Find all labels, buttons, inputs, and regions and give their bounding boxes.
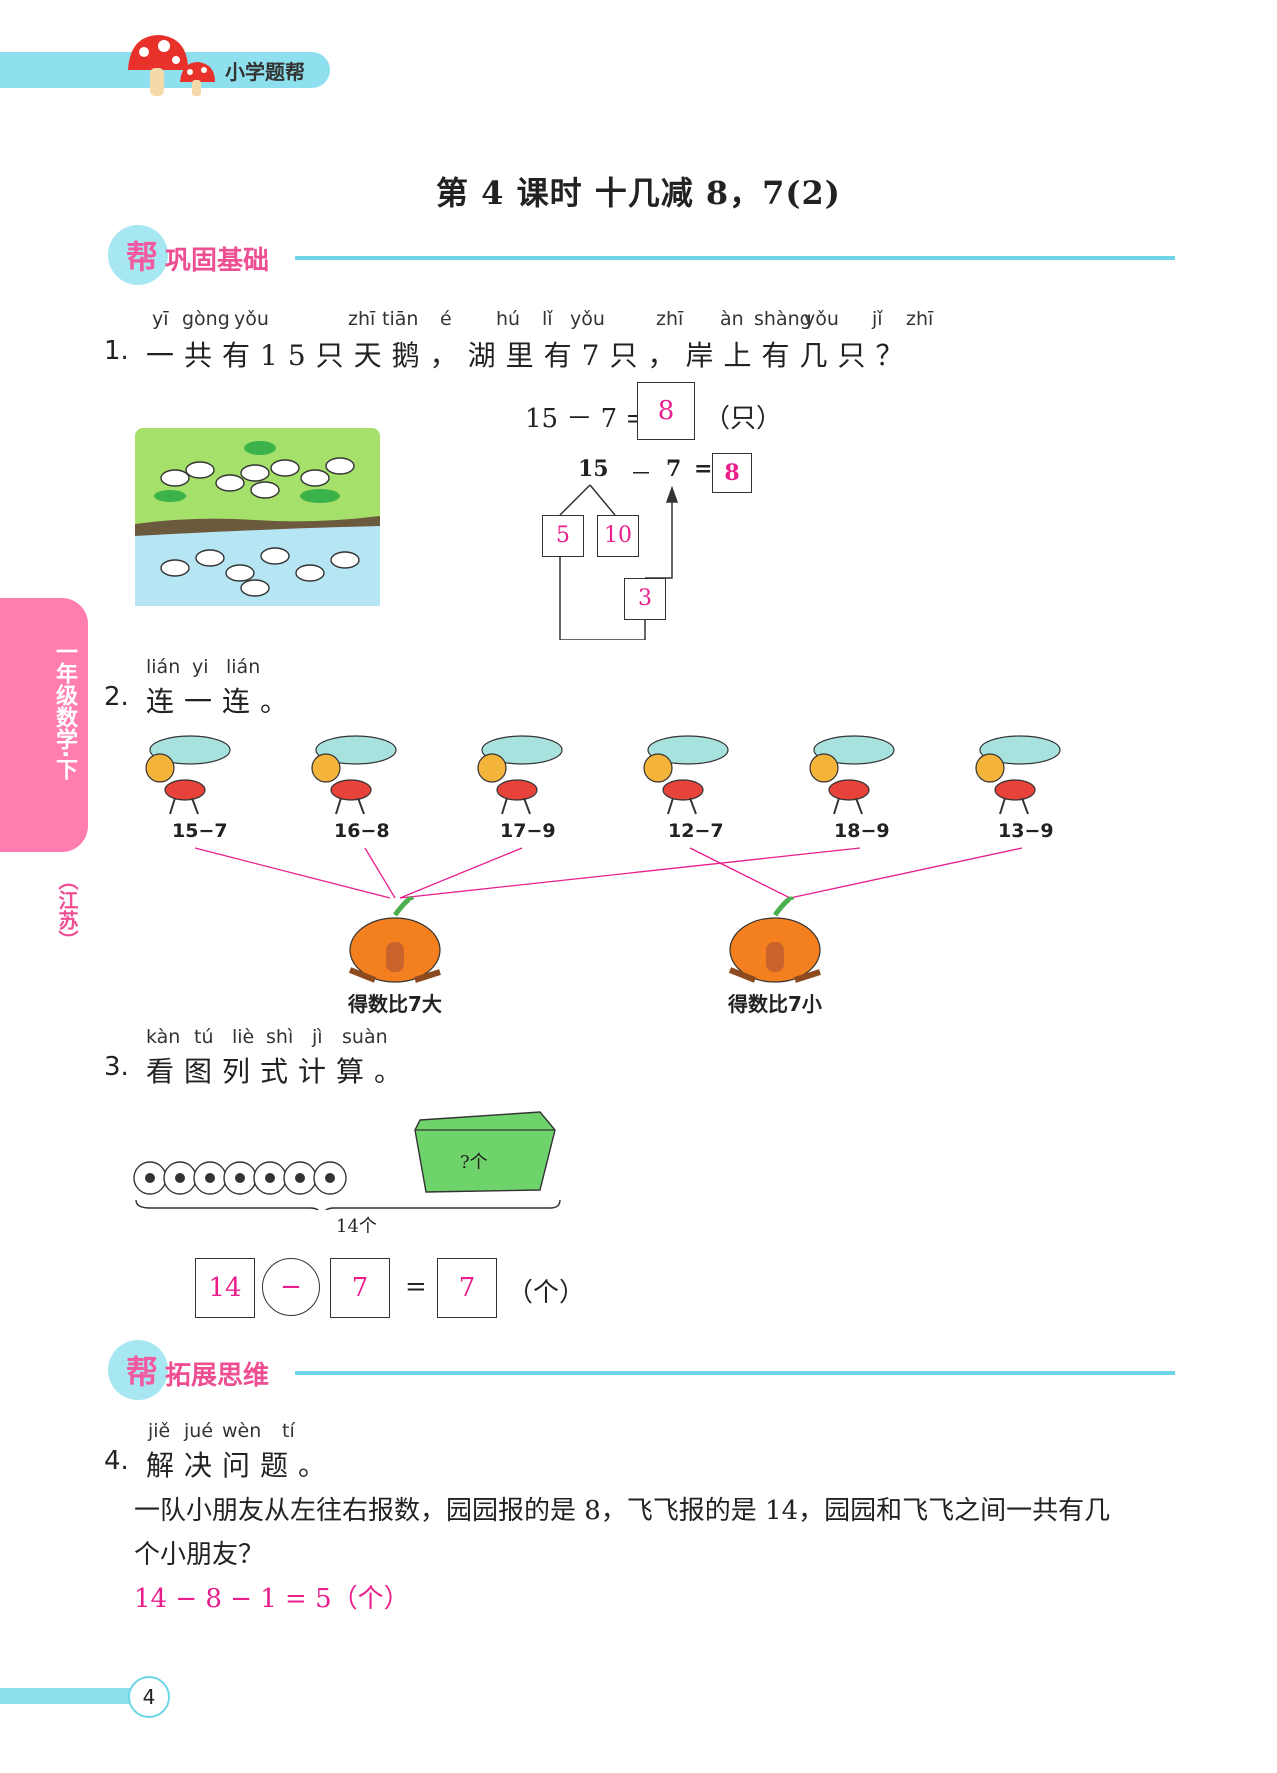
pinyin: hú (496, 308, 521, 330)
split-minus: － (630, 462, 653, 487)
page-number: 4 (128, 1676, 170, 1718)
problem-text: 一队小朋友从左往右报数，园园报的是 8，飞飞报的是 14，园园和飞飞之间一共有几 (134, 1496, 1111, 1526)
pinyin: é (440, 308, 452, 330)
expression-label[interactable]: 15−7 (172, 820, 228, 842)
brand-label: 小学题帮 (225, 60, 305, 84)
expression-label[interactable]: 12−7 (668, 820, 724, 842)
equals-sign: = (405, 1272, 427, 1302)
expression-label[interactable]: 16−8 (334, 820, 390, 842)
section-divider (295, 256, 1175, 260)
section-badge (108, 1340, 168, 1400)
pinyin: gòng (182, 308, 230, 330)
question-number: 1. (104, 336, 129, 366)
mushroom-icon (128, 35, 215, 96)
total-label: 14个 (336, 1216, 377, 1237)
section-title: 巩固基础 (165, 246, 270, 276)
section-divider (295, 1371, 1175, 1375)
operator-circle[interactable]: − (262, 1258, 320, 1316)
question-text: 连一连。 (146, 685, 299, 718)
pinyin: yi (192, 656, 209, 678)
unit-label: （只） (704, 404, 783, 434)
pinyin: wèn (222, 1420, 262, 1442)
pinyin: suàn (342, 1026, 388, 1048)
pinyin: tú (194, 1026, 214, 1048)
side-grade-label: 一年级数学·下 (52, 640, 77, 781)
equation-left: 15 － 7 = (525, 404, 648, 434)
pumpkin-house-icon (728, 896, 821, 983)
answer-box[interactable]: 7 (330, 1258, 390, 1318)
question-text: 一共有15只天鹅，湖里有7只，岸上有几只？ (146, 339, 914, 372)
expression-label[interactable]: 17−9 (500, 820, 556, 842)
unit-label: （个） (507, 1278, 586, 1308)
expression-label[interactable]: 13−9 (998, 820, 1054, 842)
side-tab (0, 598, 88, 852)
split-equals: = (694, 456, 713, 482)
pinyin: yǒu (570, 308, 605, 330)
pumpkin-house-icon (348, 896, 441, 983)
swan-lake-illustration (135, 428, 380, 606)
answer-box[interactable]: 7 (437, 1258, 497, 1318)
pinyin: yǒu (234, 308, 269, 330)
pinyin: shàng (754, 308, 812, 330)
pinyin: jǐ (872, 308, 883, 330)
pinyin: yǒu (804, 308, 839, 330)
pinyin: àn (720, 308, 744, 330)
pinyin: liè (232, 1026, 255, 1048)
section-title: 拓展思维 (165, 1361, 270, 1391)
pinyin: lián (146, 656, 181, 678)
question-text: 解决问题。 (146, 1449, 337, 1482)
answer-box[interactable]: 8 (637, 382, 695, 440)
page-title: 第 4 课时 十几减 8，7(2) (436, 174, 841, 212)
split-minuend: 15 (578, 456, 609, 482)
ant-figures (145, 735, 1061, 815)
problem-text: 个小朋友？ (134, 1540, 265, 1570)
pinyin: shì (266, 1026, 294, 1048)
question-number: 3. (104, 1052, 129, 1082)
side-region-label: （江苏） (55, 870, 79, 950)
question-text: 看图列式计算。 (146, 1055, 413, 1088)
split-answer-box[interactable]: 8 (712, 453, 752, 493)
connection-lines (194, 847, 1023, 899)
pinyin: kàn (146, 1026, 181, 1048)
target-label[interactable]: 得数比7小 (728, 992, 822, 1016)
pinyin: jiě (148, 1420, 171, 1442)
split-sub-box[interactable]: 3 (624, 578, 666, 620)
section-bang: 帮 (126, 238, 159, 276)
split-part-box[interactable]: 5 (542, 515, 584, 557)
pinyin: lián (226, 656, 261, 678)
answer-text: 14 − 8 − 1 = 5（个） (134, 1584, 410, 1614)
split-subtrahend: 7 (666, 456, 682, 482)
split-part-box[interactable]: 10 (597, 515, 639, 557)
section-bang: 帮 (126, 1353, 159, 1391)
pinyin: lǐ (542, 308, 553, 330)
section-badge (108, 225, 168, 285)
expression-label[interactable]: 18−9 (834, 820, 890, 842)
answer-box[interactable]: 14 (195, 1258, 255, 1318)
pinyin: tí (282, 1420, 295, 1442)
question-number: 2. (104, 682, 129, 712)
split-lines (559, 484, 679, 640)
pinyin: yī (152, 308, 169, 330)
footer-band (0, 1688, 140, 1704)
pinyin: tiān (382, 308, 419, 330)
pinyin: jì (312, 1026, 323, 1048)
pinyin: zhī (906, 308, 934, 330)
target-label[interactable]: 得数比7大 (348, 992, 442, 1016)
balls-and-box-illustration (133, 1111, 561, 1210)
pinyin: jué (184, 1420, 214, 1442)
box-unknown-label: ?个 (460, 1152, 488, 1173)
question-number: 4. (104, 1446, 129, 1476)
pinyin: zhī (348, 308, 376, 330)
pinyin: zhī (656, 308, 684, 330)
